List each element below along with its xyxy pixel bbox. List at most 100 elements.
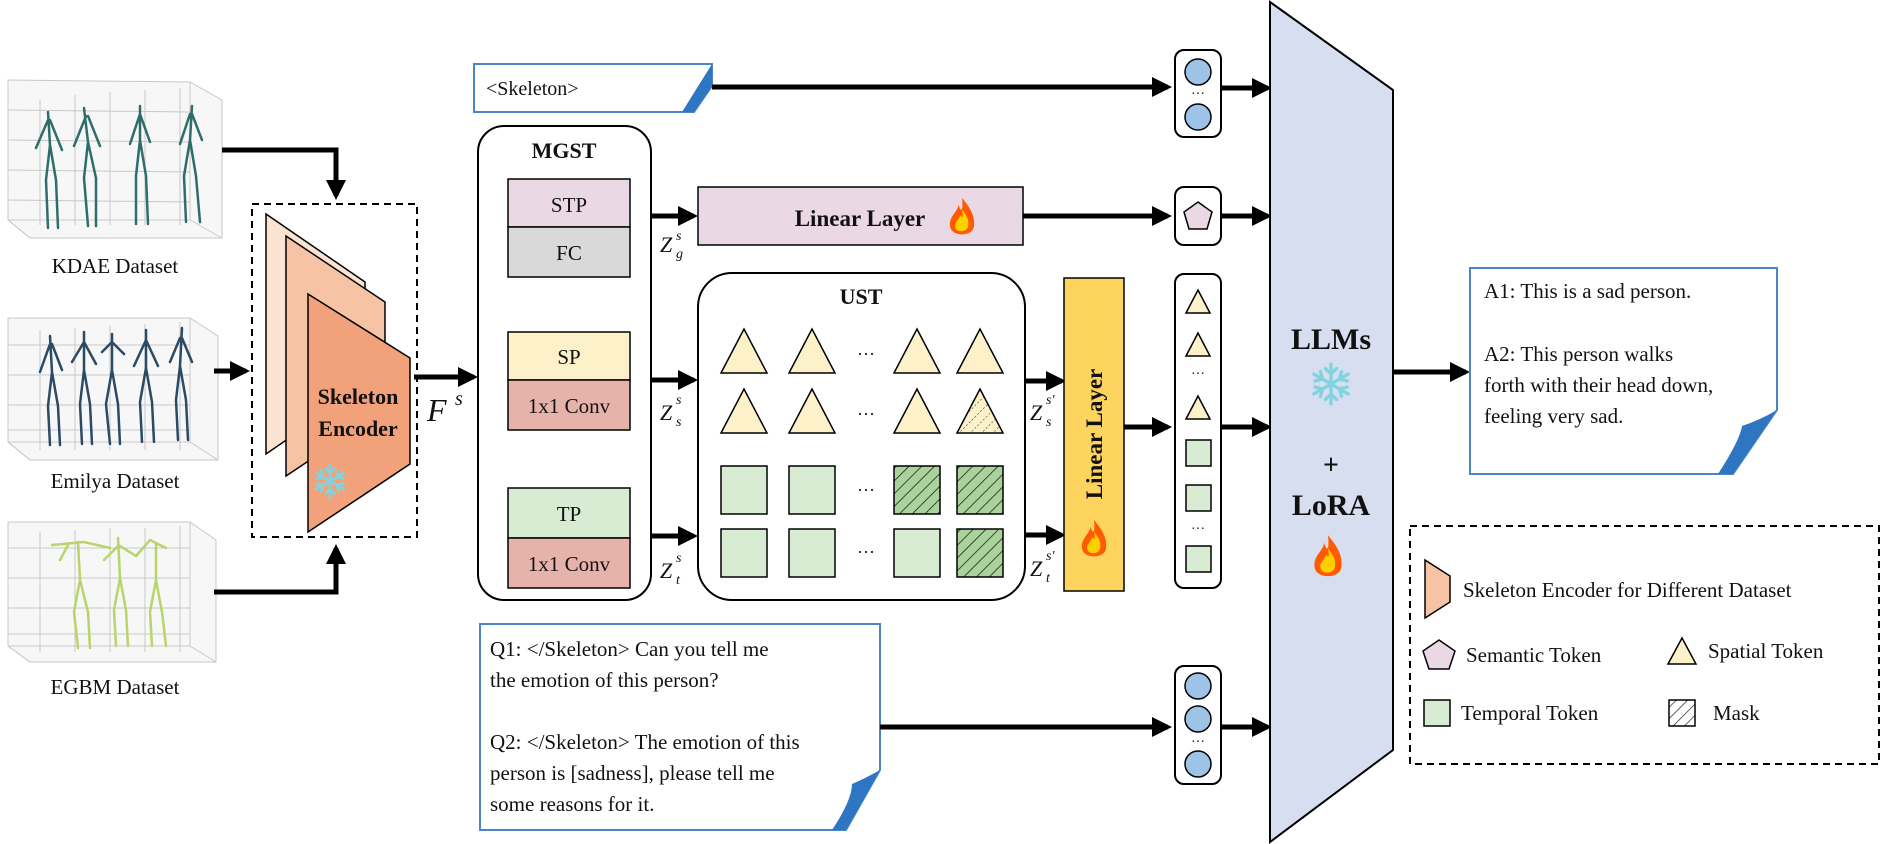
zt2-sub: t: [1046, 571, 1051, 586]
question-q2-line3: some reasons for it.: [490, 792, 654, 816]
token-to-llm-arrows: [1221, 78, 1272, 737]
zs2-sub: s: [1046, 415, 1052, 430]
blue-token-icon: [1184, 672, 1212, 700]
dataset-arrows: [214, 147, 346, 595]
dataset-egbm: EGBM Dataset: [7, 521, 217, 699]
token-column-question: ···: [1174, 665, 1222, 785]
token-dots-4: ···: [1191, 735, 1205, 750]
token-dots-3: ···: [1191, 522, 1205, 537]
ust-temporal-tokens: [720, 465, 1004, 578]
zs2-symbol: Z: [1030, 400, 1043, 425]
mgst-output-arrows: [651, 206, 698, 546]
conv-label-spatial: 1x1 Conv: [528, 394, 611, 418]
skeleton-plot-egbm-icon: [7, 521, 217, 663]
legend-spatial-icon: [1666, 636, 1698, 665]
blue-token-icon: [1184, 750, 1212, 778]
zg-symbol: Z: [660, 232, 673, 257]
skeleton-tag-text: <Skeleton>: [486, 78, 579, 100]
token-column-semantic: [1174, 186, 1222, 246]
question-q1-line2: the emotion of this person?: [490, 668, 719, 692]
conv-label-temporal: 1x1 Conv: [528, 552, 611, 576]
encoder-label-line2: Encoder: [318, 416, 398, 441]
skeleton-plot-kdae-icon: [7, 79, 223, 239]
dataset-label-egbm: EGBM Dataset: [51, 675, 180, 699]
encoder-dashed-frame: [251, 203, 418, 538]
encoder-layer-front: [307, 292, 411, 534]
fs-symbol: F: [426, 392, 447, 428]
legend-temporal-label: Temporal Token: [1461, 701, 1599, 725]
dataset-kdae: KDAE Dataset: [7, 79, 223, 278]
question-q2-line1: Q2: </Skeleton> The emotion of this: [490, 730, 800, 754]
zs-sup: s: [676, 393, 682, 408]
llm-title: LLMs: [1291, 323, 1371, 356]
ust-spatial-tokens: [719, 327, 1005, 434]
answer-a2-line1: A2: This person walks: [1484, 342, 1673, 366]
answer-box: A1: This is a sad person. A2: This perso…: [1469, 267, 1778, 475]
token-dots-1: ···: [1191, 87, 1205, 102]
linear-right-label: Linear Layer: [1082, 369, 1107, 500]
ust-dots-2: ···: [857, 404, 875, 424]
linear-layer-top: Linear Layer: [697, 186, 1024, 246]
ust-dots-3: ···: [857, 480, 875, 500]
zt2-symbol: Z: [1030, 556, 1043, 581]
token-column-skeleton: ···: [1174, 49, 1222, 138]
semantic-pentagon-icon: [1183, 201, 1213, 230]
legend-mask-label: Mask: [1713, 701, 1760, 725]
ust-output-arrows: [1025, 371, 1066, 545]
question-box: Q1: </Skeleton> Can you tell me the emot…: [479, 623, 881, 831]
fc-label: FC: [556, 241, 582, 265]
zt-sup: s: [676, 551, 682, 566]
ust-module: UST ··· ··· ··· ···: [697, 272, 1026, 601]
zs-symbol: Z: [660, 400, 673, 425]
ust-title: UST: [840, 284, 883, 309]
z-labels-left: Z s g Z s s Z s t: [660, 229, 683, 588]
stp-block: [507, 178, 631, 228]
dataset-label-emilya: Emilya Dataset: [51, 469, 180, 493]
legend-spatial-label: Spatial Token: [1708, 639, 1824, 663]
zg-sup: s: [676, 229, 682, 244]
stp-label: STP: [551, 193, 587, 217]
question-q2-line2: person is [sadness], please tell me: [490, 761, 775, 785]
question-fold-icon: [832, 770, 880, 830]
fc-block: [507, 226, 631, 278]
skeleton-encoder-group: Skeleton Encoder: [251, 203, 418, 538]
lora-label: LoRA: [1292, 489, 1371, 522]
legend-encoder-icon: [1424, 558, 1451, 620]
conv-block-spatial: [507, 379, 631, 431]
mgst-title: MGST: [532, 138, 597, 163]
sp-label: SP: [557, 345, 580, 369]
z-labels-right: Z s' s Z s' t: [1030, 393, 1055, 586]
ust-dots-4: ···: [857, 542, 875, 562]
blue-token-icon: [1184, 58, 1212, 86]
legend-temporal-icon: [1423, 699, 1451, 727]
zt-symbol: Z: [660, 558, 673, 583]
legend-mask-icon: [1668, 699, 1696, 727]
feature-fs-label: F s: [426, 388, 463, 428]
answer-a2-line2: forth with their head down,: [1484, 373, 1713, 397]
tp-label: TP: [557, 502, 582, 526]
answer-fold-icon: [1718, 410, 1777, 474]
skeleton-tag-fold-icon: [682, 64, 712, 112]
zt2-sup: s': [1046, 549, 1055, 564]
question-q1-line1: Q1: </Skeleton> Can you tell me: [490, 637, 769, 661]
mgst-module: MGST STP FC SP 1x1 Conv TP 1x1 Conv: [477, 125, 652, 601]
dataset-label-kdae: KDAE Dataset: [52, 254, 179, 278]
zg-sub: g: [676, 247, 683, 262]
token-dots-2: ···: [1191, 367, 1205, 382]
answer-a2-line3: feeling very sad.: [1484, 404, 1623, 428]
zs-sub: s: [676, 415, 682, 430]
legend-semantic-label: Semantic Token: [1466, 643, 1602, 667]
token-column-spatial-temporal: ··· ···: [1174, 273, 1222, 589]
legend-encoder-label: Skeleton Encoder for Different Dataset: [1463, 578, 1792, 602]
conv-block-temporal: [507, 537, 631, 589]
fs-superscript: s: [455, 388, 463, 410]
blue-token-icon: [1184, 103, 1212, 131]
answer-a1: A1: This is a sad person.: [1484, 279, 1691, 303]
skeleton-tag-box: <Skeleton>: [473, 63, 713, 113]
legend: Skeleton Encoder for Different Dataset S…: [1409, 525, 1880, 765]
blue-token-icon: [1184, 705, 1212, 733]
llm-block: LLMs + LoRA: [1269, 0, 1394, 844]
legend-semantic-icon: [1422, 639, 1456, 670]
skeleton-plot-emilya-icon: [7, 317, 219, 461]
